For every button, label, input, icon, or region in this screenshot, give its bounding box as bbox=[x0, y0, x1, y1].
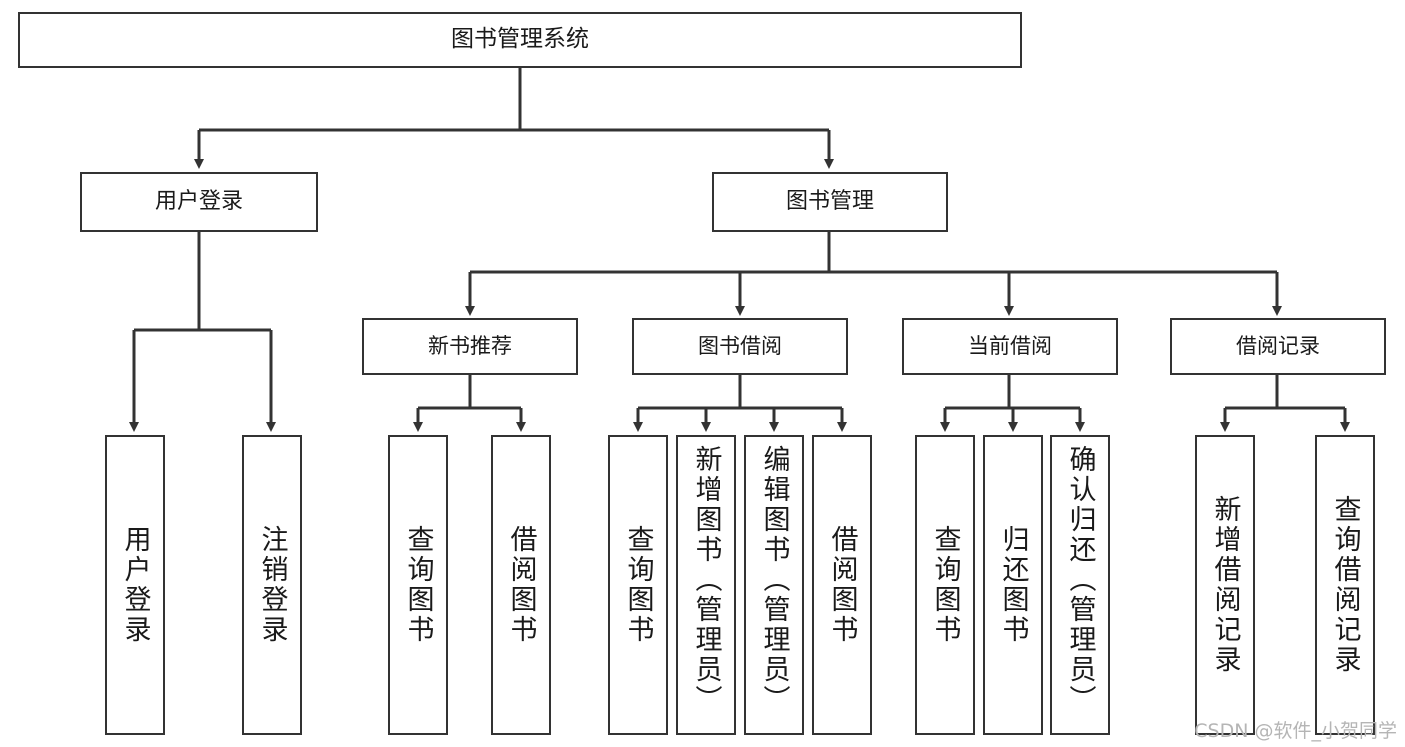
node-book-borrow-label: 图书借阅 bbox=[698, 334, 782, 359]
node-book-manage-label: 图书管理 bbox=[785, 189, 874, 215]
node-leaf-query-record-label: 查询借阅记录 bbox=[1329, 495, 1361, 675]
node-leaf-return-book[interactable]: 归还图书 bbox=[983, 435, 1043, 735]
node-leaf-borrow-book-1-label: 借阅图书 bbox=[505, 525, 537, 645]
node-leaf-borrow-book-2-label: 借阅图书 bbox=[826, 525, 858, 645]
node-leaf-logout-login-label: 注销登录 bbox=[256, 525, 288, 645]
node-leaf-query-record[interactable]: 查询借阅记录 bbox=[1315, 435, 1375, 735]
node-leaf-query-book-2-label: 查询图书 bbox=[622, 525, 654, 645]
node-leaf-borrow-book-2[interactable]: 借阅图书 bbox=[812, 435, 872, 735]
node-leaf-query-book-1[interactable]: 查询图书 bbox=[388, 435, 448, 735]
node-leaf-logout-login[interactable]: 注销登录 bbox=[242, 435, 302, 735]
node-leaf-edit-book-label: 编辑图书（管理员） bbox=[758, 445, 790, 715]
node-root-label: 图书管理系统 bbox=[451, 26, 589, 53]
node-root[interactable]: 图书管理系统 bbox=[18, 12, 1022, 68]
node-new-book-rec-label: 新书推荐 bbox=[428, 334, 512, 359]
node-leaf-query-book-2[interactable]: 查询图书 bbox=[608, 435, 668, 735]
node-leaf-return-book-label: 归还图书 bbox=[997, 525, 1029, 645]
node-user-login-label: 用户登录 bbox=[154, 189, 243, 215]
node-borrow-record[interactable]: 借阅记录 bbox=[1170, 318, 1386, 375]
node-leaf-user-login-label: 用户登录 bbox=[119, 525, 151, 645]
node-leaf-add-record[interactable]: 新增借阅记录 bbox=[1195, 435, 1255, 735]
node-user-login[interactable]: 用户登录 bbox=[80, 172, 318, 232]
node-leaf-borrow-book-1[interactable]: 借阅图书 bbox=[491, 435, 551, 735]
node-leaf-add-record-label: 新增借阅记录 bbox=[1209, 495, 1241, 675]
node-leaf-add-book-label: 新增图书（管理员） bbox=[690, 445, 722, 715]
node-leaf-query-book-3[interactable]: 查询图书 bbox=[915, 435, 975, 735]
node-book-borrow[interactable]: 图书借阅 bbox=[632, 318, 848, 375]
node-leaf-user-login[interactable]: 用户登录 bbox=[105, 435, 165, 735]
node-borrow-record-label: 借阅记录 bbox=[1236, 334, 1320, 359]
node-leaf-confirm-return[interactable]: 确认归还（管理员） bbox=[1050, 435, 1110, 735]
node-leaf-add-book[interactable]: 新增图书（管理员） bbox=[676, 435, 736, 735]
node-leaf-query-book-1-label: 查询图书 bbox=[402, 525, 434, 645]
node-leaf-query-book-3-label: 查询图书 bbox=[929, 525, 961, 645]
node-book-manage[interactable]: 图书管理 bbox=[712, 172, 948, 232]
node-leaf-edit-book[interactable]: 编辑图书（管理员） bbox=[744, 435, 804, 735]
node-current-borrow[interactable]: 当前借阅 bbox=[902, 318, 1118, 375]
node-new-book-rec[interactable]: 新书推荐 bbox=[362, 318, 578, 375]
node-current-borrow-label: 当前借阅 bbox=[968, 334, 1052, 359]
node-leaf-confirm-return-label: 确认归还（管理员） bbox=[1064, 445, 1096, 715]
